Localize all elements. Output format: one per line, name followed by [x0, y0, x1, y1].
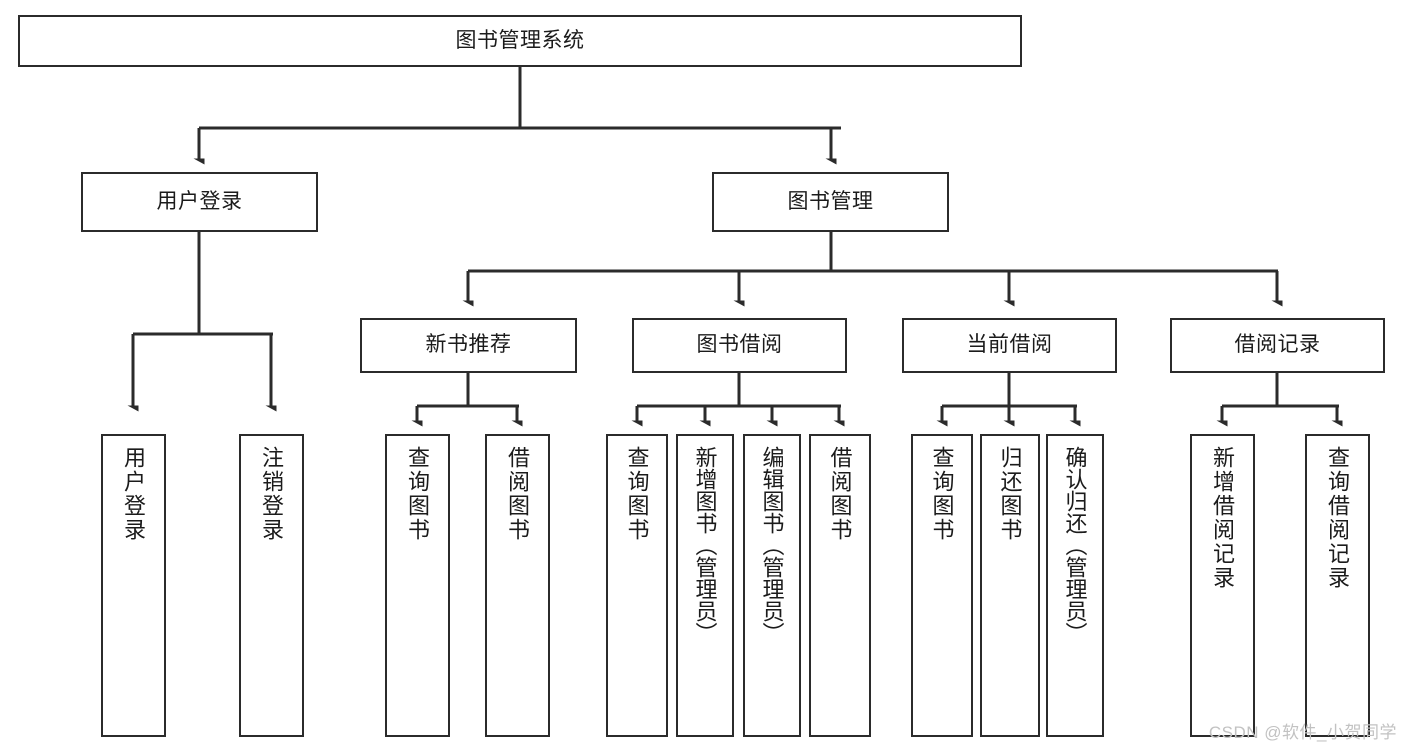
node-label: 用户登录 [121, 446, 147, 542]
node-label: 借阅记录 [1234, 333, 1321, 357]
leaf-current-borrow-return-book[interactable]: 归还图书 [980, 434, 1040, 737]
node-label: 查询图书 [929, 446, 955, 542]
node-new-book-recommend[interactable]: 新书推荐 [360, 318, 577, 373]
node-borrow-record[interactable]: 借阅记录 [1170, 318, 1385, 373]
leaf-current-borrow-confirm-return-admin[interactable]: 确认归还（管理员） [1046, 434, 1104, 737]
node-label: 借阅图书 [827, 446, 853, 542]
node-label: 图书借阅 [696, 333, 783, 357]
leaf-borrow-record-add-record[interactable]: 新增借阅记录 [1190, 434, 1255, 737]
node-label: 编辑图书（管理员） [759, 446, 785, 644]
node-user-login[interactable]: 用户登录 [81, 172, 318, 232]
leaf-user-login-logout[interactable]: 注销登录 [239, 434, 304, 737]
node-current-borrow[interactable]: 当前借阅 [902, 318, 1117, 373]
node-label: 用户登录 [156, 189, 243, 213]
leaf-borrow-record-query-record[interactable]: 查询借阅记录 [1305, 434, 1370, 737]
leaf-user-login-login[interactable]: 用户登录 [101, 434, 166, 737]
node-label: 归还图书 [997, 446, 1023, 542]
node-label: 新增图书（管理员） [692, 446, 718, 644]
node-book-management[interactable]: 图书管理 [712, 172, 949, 232]
leaf-new-book-borrow-book[interactable]: 借阅图书 [485, 434, 550, 737]
node-root-book-management-system[interactable]: 图书管理系统 [18, 15, 1022, 67]
csdn-watermark: CSDN @软件_小贺同学 [1208, 723, 1397, 742]
node-label: 新书推荐 [425, 333, 512, 357]
node-label: 当前借阅 [966, 333, 1053, 357]
node-label: 新增借阅记录 [1210, 446, 1236, 590]
node-label: 图书管理系统 [455, 28, 585, 52]
node-label: 确认归还（管理员） [1062, 446, 1088, 644]
node-label: 注销登录 [259, 446, 285, 542]
leaf-book-borrow-add-book-admin[interactable]: 新增图书（管理员） [676, 434, 734, 737]
node-label: 查询借阅记录 [1325, 446, 1351, 590]
node-book-borrow[interactable]: 图书借阅 [632, 318, 847, 373]
node-label: 借阅图书 [505, 446, 531, 542]
node-label: 查询图书 [405, 446, 431, 542]
leaf-book-borrow-query-book[interactable]: 查询图书 [606, 434, 668, 737]
node-label: 图书管理 [787, 189, 874, 213]
node-label: 查询图书 [624, 446, 650, 542]
leaf-book-borrow-edit-book-admin[interactable]: 编辑图书（管理员） [743, 434, 801, 737]
leaf-current-borrow-query-book[interactable]: 查询图书 [911, 434, 973, 737]
leaf-new-book-query-book[interactable]: 查询图书 [385, 434, 450, 737]
leaf-book-borrow-borrow-book[interactable]: 借阅图书 [809, 434, 871, 737]
